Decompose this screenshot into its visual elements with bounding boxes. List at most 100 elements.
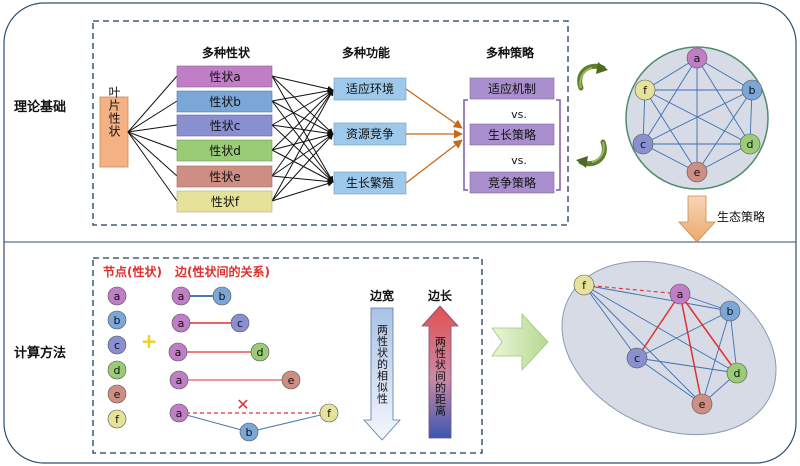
bottom-node-a-label: a [677,288,684,301]
edge-af-label-f: f [327,407,332,420]
legend-node-d [107,360,127,380]
top-node-f [634,79,656,101]
bottom-node-d-label: d [734,367,741,380]
trait-label-c: 性状c [210,119,241,133]
edge-ab-node-a [171,286,191,306]
edge-ad-node-d [250,342,270,362]
bottom-node-f [573,274,595,296]
edge-ad-label-d: d [257,346,264,359]
top-node-d [739,133,761,155]
nodes-title: 节点(性状) [103,264,162,279]
edge-ab-label-a: a [178,290,185,303]
strategy-box-1 [469,77,555,100]
legend-node-f-label: f [115,413,120,426]
edge-width-desc: 两性状的相似性 [376,324,389,405]
bottom-node-a [669,283,691,305]
top-node-a-label: a [694,52,701,65]
trait-label-e: 性状e [209,170,240,184]
section-method-label: 计算方法 [14,345,66,361]
top-node-a [686,47,708,69]
eco-strategy-label: 生态策略 [717,209,765,224]
header-traits: 多种性状 [202,45,251,60]
legend-node-a [107,286,127,306]
legend-node-e-label: e [114,388,121,401]
edge-ae-node-e [281,370,301,390]
legend-node-b-label: b [114,314,121,327]
vs-label-1: vs. [511,108,527,121]
bottom-node-c [626,347,648,369]
edge-ac-node-a [171,313,191,333]
legend-node-d-label: d [114,364,121,377]
function-boxes: 适应环境 资源竞争 生长繁殖 [333,77,407,195]
bottom-network-blue-edges [583,284,738,405]
legend-node-c-label: c [114,339,120,352]
strategy-label-3: 竞争策略 [488,175,536,190]
trait-box-a [176,65,273,88]
eco-strategy-arrow [678,195,716,243]
strategy-label-1: 适应机制 [488,81,536,96]
method-dashed-box [92,257,483,454]
top-node-c [632,133,654,155]
cycle-icon [576,62,608,168]
bottom-node-e [691,393,713,415]
leaf-to-trait-lines [127,75,178,202]
bottom-network: f a b c d e [561,260,777,436]
legend-node-b [107,310,127,330]
edge-ac-label-a: a [178,317,185,330]
edge-ae-label-a: a [176,374,183,387]
top-node-d-label: d [747,138,754,151]
legend-node-a-label: a [114,290,121,303]
plus-icon: + [141,329,158,353]
function-label-3: 生长繁殖 [346,175,394,190]
bottom-node-c-label: c [634,352,640,365]
cross-icon: ✕ [236,395,249,414]
edge-width-title: 边宽 [369,288,394,303]
bottom-network-red-edges [583,284,738,405]
trait-label-a: 性状a [209,70,240,84]
leaf-trait-label: 叶片性状 [107,86,121,138]
top-node-b [741,79,763,101]
theory-dashed-box [92,20,569,226]
legend-edges: a b a c a d a e a f b ✕ [168,286,339,442]
edge-ab-label-b: b [219,290,226,303]
header-functions: 多种功能 [342,45,390,60]
edge-ac-node-c [230,313,250,333]
trait-box-b [176,90,273,113]
legend-node-f [107,409,127,429]
trait-boxes: 性状a 性状b 性状c 性状d 性状e 性状f [176,65,273,213]
section-theory-label: 理论基础 [14,99,66,115]
top-node-c-label: c [640,138,646,151]
bottom-node-b [719,300,741,322]
strategy-boxes: 适应机制 生长策略 竞争策略 vs. vs. [469,77,555,194]
top-node-b-label: b [749,84,756,97]
top-node-f-label: f [643,84,648,97]
strategy-label-2: 生长策略 [488,127,536,142]
edge-length-arrow [421,305,459,439]
top-network: a b c d e f [625,46,769,190]
trait-box-d [176,139,273,162]
function-label-1: 适应环境 [346,81,394,96]
header-strategies: 多种策略 [486,45,535,60]
edge-bf-path-line [248,412,330,433]
function-label-2: 资源竞争 [346,127,394,141]
edge-af-node-f [319,403,339,423]
trait-box-f [176,190,273,213]
trait-label-f: 性状f [211,195,240,209]
trait-label-b: 性状b [209,95,241,109]
transform-arrow [491,312,549,372]
edge-length-desc: 两性状间的距离 [434,336,447,417]
strategy-box-2 [469,123,555,146]
legend-nodes: a b c d e f [107,286,127,429]
trait-label-d: 性状d [209,144,241,158]
edge-af-label-a: a [176,407,183,420]
edge-length-title: 边长 [427,288,453,303]
trait-box-e [176,165,273,188]
legend-node-e [107,384,127,404]
edge-af-label-b: b [246,426,253,439]
edge-ad-label-a: a [175,346,182,359]
bottom-node-f-label: f [582,279,587,292]
vs-label-2: vs. [511,154,527,167]
edge-af-node-b [239,422,259,442]
top-node-e [686,161,708,183]
